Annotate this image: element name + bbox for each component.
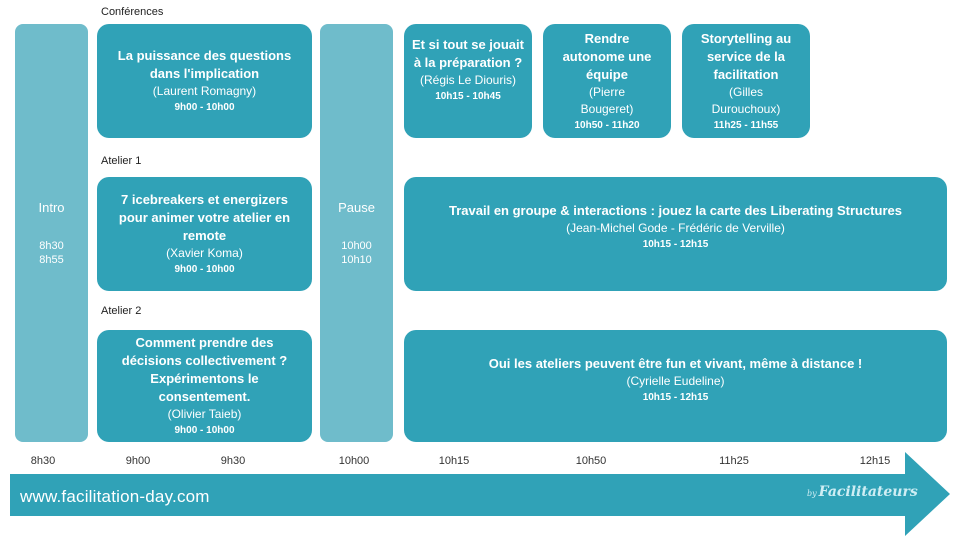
session-title: Et si tout se jouait à la préparation ?	[412, 37, 524, 70]
session-title: La puissance des questions dans l'implic…	[117, 48, 292, 81]
pause-title: Pause	[338, 200, 375, 215]
session-title: Storytelling au service de la facilitati…	[700, 30, 792, 82]
session-time: 10h15 - 12h15	[642, 239, 709, 250]
section-label-atelier-2: Atelier 2	[101, 305, 142, 317]
timeline-tick: 10h15	[438, 455, 470, 467]
brand-by: by	[807, 489, 817, 498]
timeline-tick: 9h30	[220, 455, 246, 467]
session-card[interactable]: Oui les ateliers peuvent être fun et viv…	[404, 330, 947, 442]
session-card[interactable]: Rendre autonome une équipe (Pierre Bouge…	[543, 24, 671, 138]
intro-title: Intro	[38, 200, 65, 215]
intro-times: 8h30 8h55	[39, 239, 63, 267]
session-card[interactable]: Travail en groupe & interactions : jouez…	[404, 177, 947, 291]
session-speaker: (Olivier Taieb)	[167, 407, 242, 421]
session-time: 9h00 - 10h00	[174, 264, 235, 275]
pause-time-end: 10h10	[341, 254, 372, 266]
session-time: 9h00 - 10h00	[174, 425, 235, 436]
session-speaker: (Pierre Bougeret)	[580, 84, 634, 116]
session-card[interactable]: La puissance des questions dans l'implic…	[97, 24, 312, 138]
session-speaker: (Laurent Romagny)	[152, 84, 257, 98]
session-speaker: (Gilles Durouchoux)	[711, 84, 781, 116]
timeline-tick: 9h00	[125, 455, 151, 467]
session-title: Oui les ateliers peuvent être fun et viv…	[488, 356, 863, 371]
session-speaker: (Xavier Koma)	[166, 246, 243, 260]
session-speaker: (Jean-Michel Gode - Frédéric de Verville…	[566, 221, 785, 235]
pause-time-start: 10h00	[341, 240, 372, 252]
timeline-tick: 12h15	[859, 455, 891, 467]
intro-time-start: 8h30	[39, 240, 64, 252]
timeline-tick: 8h30	[30, 455, 56, 467]
pause-block[interactable]: Pause 10h00 10h10	[320, 24, 393, 442]
website-url: www.facilitation-day.com	[20, 487, 210, 506]
session-speaker: (Cyrielle Eudeline)	[626, 374, 725, 388]
brand-name: Facilitateurs	[818, 484, 918, 500]
session-title: 7 icebreakers et energizers pour animer …	[118, 192, 291, 243]
timeline-tick: 10h50	[575, 455, 607, 467]
session-time: 9h00 - 10h00	[174, 102, 235, 113]
section-label-atelier-1: Atelier 1	[101, 155, 142, 167]
session-speaker: (Régis Le Diouris)	[419, 73, 517, 87]
timeline-arrow	[10, 452, 950, 536]
session-title: Rendre autonome une équipe	[562, 30, 652, 82]
session-card[interactable]: Et si tout se jouait à la préparation ? …	[404, 24, 532, 138]
session-title: Travail en groupe & interactions : jouez…	[449, 203, 902, 218]
section-label-conferences: Conférences	[101, 6, 164, 18]
session-card[interactable]: Comment prendre des décisions collective…	[97, 330, 312, 442]
session-time: 11h25 - 11h55	[713, 119, 779, 131]
intro-block[interactable]: Intro 8h30 8h55	[15, 24, 88, 442]
timeline-tick: 11h25	[719, 455, 749, 467]
session-title: Comment prendre des décisions collective…	[121, 335, 288, 404]
session-time: 10h50 - 11h20	[574, 119, 640, 131]
session-card[interactable]: Storytelling au service de la facilitati…	[682, 24, 810, 138]
pause-times: 10h00 10h10	[341, 239, 372, 267]
intro-time-end: 8h55	[39, 254, 64, 266]
session-time: 10h15 - 10h45	[435, 91, 501, 102]
session-time: 10h15 - 12h15	[642, 392, 709, 403]
timeline-tick: 10h00	[338, 455, 370, 467]
session-card[interactable]: 7 icebreakers et energizers pour animer …	[97, 177, 312, 291]
